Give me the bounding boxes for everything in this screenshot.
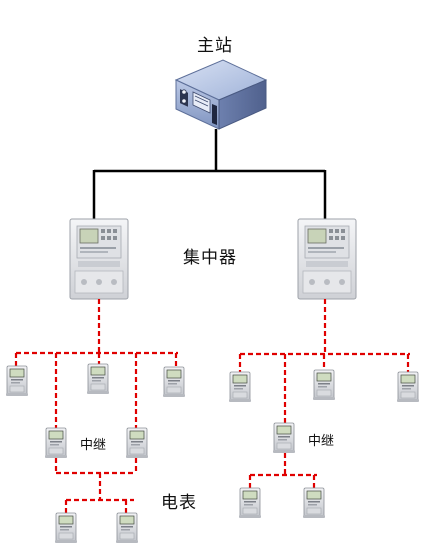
meter-right-2 xyxy=(312,369,336,401)
relay-meter-right xyxy=(272,422,296,454)
meters-label: 电表 xyxy=(161,493,197,513)
meter-left-3 xyxy=(162,366,186,398)
concentrator-left-device xyxy=(69,218,129,300)
relay-label-left: 中继 xyxy=(80,438,107,453)
concentrator-label: 集中器 xyxy=(183,248,237,268)
meter-left-4 xyxy=(54,512,78,544)
meter-right-4 xyxy=(238,487,262,519)
field-wiring xyxy=(14,299,410,514)
meter-right-3 xyxy=(396,371,420,403)
master-station-server-icon xyxy=(174,59,268,130)
relay-meter-left-a xyxy=(44,427,68,459)
concentrator-right-device xyxy=(297,218,357,300)
master-station-label: 主站 xyxy=(197,36,233,56)
meter-left-1 xyxy=(5,365,29,397)
relay-meter-left-b xyxy=(125,427,149,459)
meter-left-2 xyxy=(86,363,110,395)
meter-left-5 xyxy=(115,512,139,544)
meter-right-1 xyxy=(228,371,252,403)
meter-right-5 xyxy=(302,487,326,519)
backbone-lines xyxy=(92,129,327,220)
relay-label-right: 中继 xyxy=(308,434,335,449)
